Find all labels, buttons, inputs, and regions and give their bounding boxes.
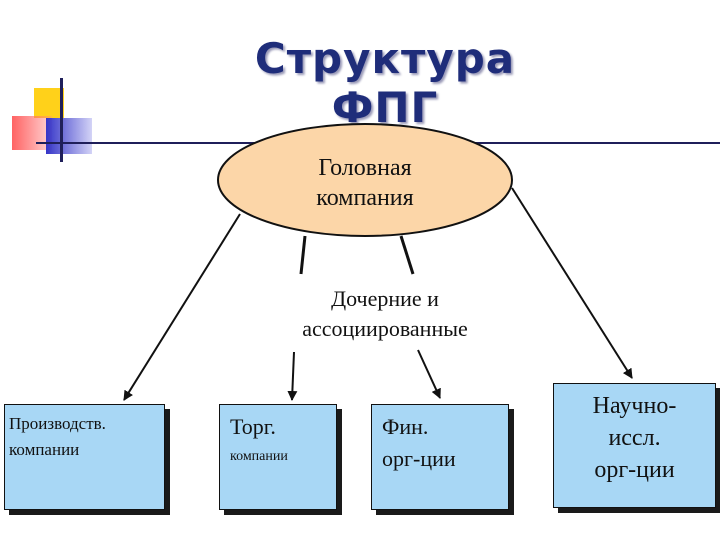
link-head-to-subsidiaries-left (301, 236, 305, 274)
subsidiaries-line1: Дочерние и (250, 284, 520, 314)
head-company-label: Головная компания (220, 148, 510, 218)
production-companies-box: Производств. компании (4, 404, 165, 510)
production-line1: Производств. (9, 411, 160, 437)
trade-line1: Торг. (230, 411, 326, 443)
finance-line2: орг-ции (382, 443, 498, 475)
link-head-to-subsidiaries-right (401, 236, 413, 274)
research-line1: Научно- (558, 390, 711, 422)
head-company-line2: компания (316, 183, 413, 213)
trade-line2: компании (230, 443, 326, 471)
link-subsidiaries-to-finance (418, 350, 440, 398)
link-subsidiaries-to-trade (292, 352, 294, 400)
research-line3: орг-ции (558, 454, 711, 486)
research-line2: иссл. (558, 422, 711, 454)
research-organizations-box: Научно- иссл. орг-ции (553, 383, 716, 508)
finance-line1: Фин. (382, 411, 498, 443)
subsidiaries-label: Дочерние и ассоциированные (250, 284, 520, 344)
production-line2: компании (9, 437, 160, 463)
finance-organizations-box: Фин. орг-ции (371, 404, 509, 510)
trade-companies-box: Торг. компании (219, 404, 337, 510)
head-company-line1: Головная (318, 153, 411, 183)
subsidiaries-line2: ассоциированные (250, 314, 520, 344)
link-head-to-production (124, 214, 240, 400)
link-head-to-research (512, 188, 632, 378)
